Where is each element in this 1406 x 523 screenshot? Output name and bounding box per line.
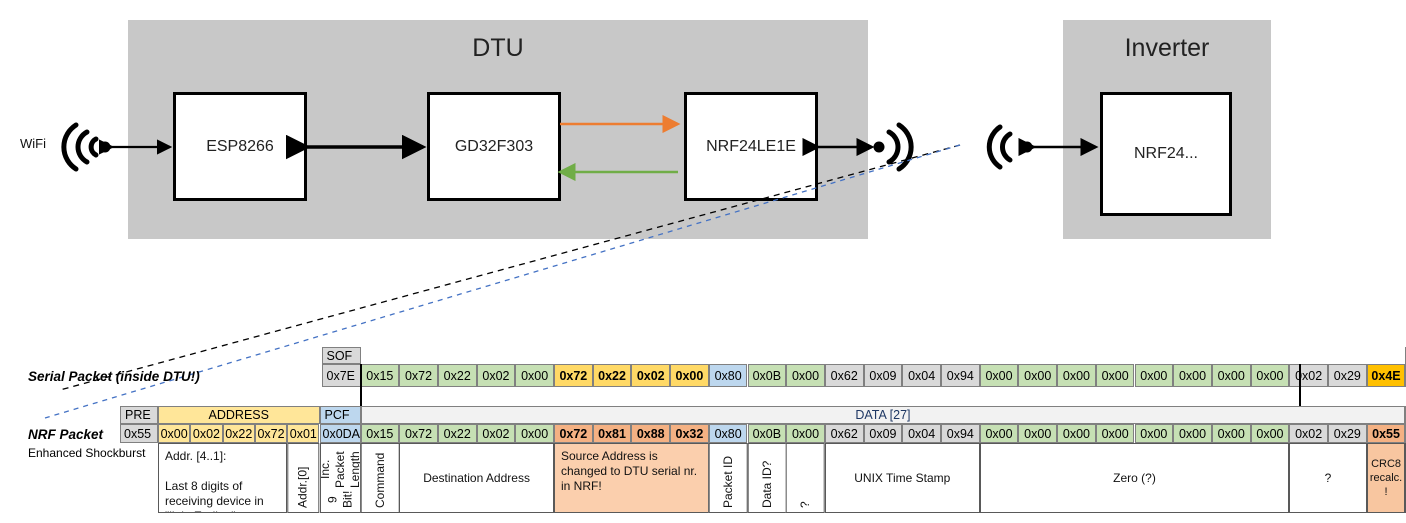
serial-byte-13: 0x09 [863, 364, 903, 387]
desc-data-id: Data ID? [747, 443, 787, 513]
nrf-packet-sublabel: Enhanced Shockburst [28, 446, 146, 460]
nrf-byte-26: 0x55 [1366, 424, 1406, 443]
serial-byte-21: 0x00 [1173, 364, 1212, 387]
desc-addr0: Addr.[0] [287, 443, 320, 513]
serial-byte-10: 0x0B [747, 364, 787, 387]
serial-byte-6: 0x22 [592, 364, 632, 387]
serial-byte-18: 0x00 [1057, 364, 1096, 387]
nrf-byte-6: 0x81 [592, 424, 632, 443]
serial-byte-26: 0x4E [1366, 364, 1406, 387]
nrf-address-byte-3: 0x72 [254, 424, 288, 443]
desc-command: Command [360, 443, 400, 513]
nrf-byte-7: 0x88 [631, 424, 671, 443]
nrf-byte-22: 0x00 [1211, 424, 1251, 443]
nrf-address-header: ADDRESS [158, 406, 320, 424]
connector-right [1299, 364, 1301, 406]
desc-zero: Zero (?) [979, 443, 1290, 513]
nrf-byte-11: 0x00 [786, 424, 825, 443]
nrf-byte-24: 0x02 [1289, 424, 1328, 443]
serial-byte-8: 0x00 [670, 364, 709, 387]
serial-byte-12: 0x62 [824, 364, 864, 387]
serial-packet-label: Serial Packet (inside DTU!) [28, 369, 200, 384]
nrf-pre-value: 0x55 [120, 424, 158, 443]
serial-byte-24: 0x02 [1289, 364, 1328, 387]
nrf-packet-label: NRF Packet [28, 427, 104, 442]
serial-byte-0: 0x15 [360, 364, 400, 387]
dtu-title: DTU [472, 34, 524, 62]
chip-nrf24: NRF24... [1100, 92, 1232, 216]
nrf-pcf-header: PCF [319, 406, 361, 424]
nrf-byte-2: 0x22 [437, 424, 477, 443]
serial-byte-4: 0x00 [515, 364, 554, 387]
nrf-byte-19: 0x00 [1095, 424, 1135, 443]
nrf-byte-1: 0x72 [399, 424, 438, 443]
desc-address: Addr. [4..1]:Last 8 digits of receiving … [158, 443, 288, 513]
serial-byte-16: 0x00 [979, 364, 1019, 387]
serial-byte-2: 0x22 [437, 364, 477, 387]
desc-destination: Destination Address [399, 443, 554, 513]
desc-packet-id: Packet ID [708, 443, 748, 513]
serial-byte-5: 0x72 [554, 364, 593, 387]
nrf-byte-8: 0x32 [670, 424, 709, 443]
nrf-byte-3: 0x02 [476, 424, 516, 443]
block-diagram: DTU ESP8266 GD32F303 NRF24LE1E Inverter … [20, 20, 1271, 239]
serial-byte-22: 0x00 [1211, 364, 1251, 387]
nrf-byte-9: 0x80 [708, 424, 748, 443]
nrf-byte-4: 0x00 [515, 424, 554, 443]
nrf-byte-0: 0x15 [360, 424, 400, 443]
nrf-byte-13: 0x09 [863, 424, 903, 443]
nrf-byte-23: 0x00 [1250, 424, 1290, 443]
chip-nrf24le1e: NRF24LE1E [684, 92, 818, 201]
serial-sof-value: 0x7E [321, 364, 361, 387]
chip-esp8266: ESP8266 [173, 92, 307, 201]
chip-nrf24le1e-label: NRF24LE1E [706, 137, 796, 155]
chip-nrf24-label: NRF24... [1133, 145, 1198, 162]
nrf-byte-5: 0x72 [554, 424, 593, 443]
nrf-byte-12: 0x62 [824, 424, 864, 443]
connector-left [360, 364, 362, 406]
desc-crc8: CRC8 recalc. ! [1366, 443, 1406, 513]
desc-unknown1: ? [786, 443, 825, 513]
chip-gd32f303-label: GD32F303 [454, 137, 534, 155]
nrf-address-byte-2: 0x22 [222, 424, 255, 443]
nrf-byte-18: 0x00 [1057, 424, 1096, 443]
serial-byte-20: 0x00 [1134, 364, 1174, 387]
nrf-pre-header: PRE [120, 406, 158, 424]
nrf-address-byte-4: 0x01 [287, 424, 320, 443]
inverter-title: Inverter [1124, 34, 1210, 62]
nrf-pcf-value: 0x0DA [319, 424, 361, 443]
desc-source: Source Address is changed to DTU serial … [554, 443, 709, 513]
serial-byte-17: 0x00 [1018, 364, 1058, 387]
serial-byte-15: 0x94 [941, 364, 980, 387]
serial-byte-9: 0x80 [708, 364, 748, 387]
nrf-byte-17: 0x00 [1018, 424, 1058, 443]
nrf-byte-21: 0x00 [1173, 424, 1212, 443]
serial-byte-11: 0x00 [786, 364, 825, 387]
serial-byte-19: 0x00 [1095, 364, 1135, 387]
nrf-data-header: DATA [27] [360, 406, 1406, 424]
nrf-address-byte-1: 0x02 [190, 424, 223, 443]
desc-timestamp: UNIX Time Stamp [824, 443, 980, 513]
serial-byte-3: 0x02 [476, 364, 516, 387]
chip-gd32f303: GD32F303 [427, 92, 561, 201]
wifi-label: WiFi [20, 136, 46, 151]
serial-byte-14: 0x04 [902, 364, 941, 387]
nrf-byte-20: 0x00 [1134, 424, 1174, 443]
chip-esp8266-label: ESP8266 [206, 137, 274, 155]
nrf-byte-25: 0x29 [1328, 424, 1367, 443]
serial-byte-25: 0x29 [1328, 364, 1367, 387]
desc-unknown2: ? [1289, 443, 1367, 513]
serial-byte-1: 0x72 [399, 364, 438, 387]
nrf-address-byte-0: 0x00 [158, 424, 191, 443]
nrf-byte-16: 0x00 [979, 424, 1019, 443]
serial-byte-23: 0x00 [1250, 364, 1290, 387]
serial-sof-header: SOF [321, 347, 361, 364]
desc-pcf: 9 Bit!Inc. Packet Length [319, 443, 361, 513]
nrf-byte-15: 0x94 [941, 424, 980, 443]
nrf-byte-10: 0x0B [747, 424, 787, 443]
serial-byte-7: 0x02 [631, 364, 671, 387]
nrf-byte-14: 0x04 [902, 424, 941, 443]
